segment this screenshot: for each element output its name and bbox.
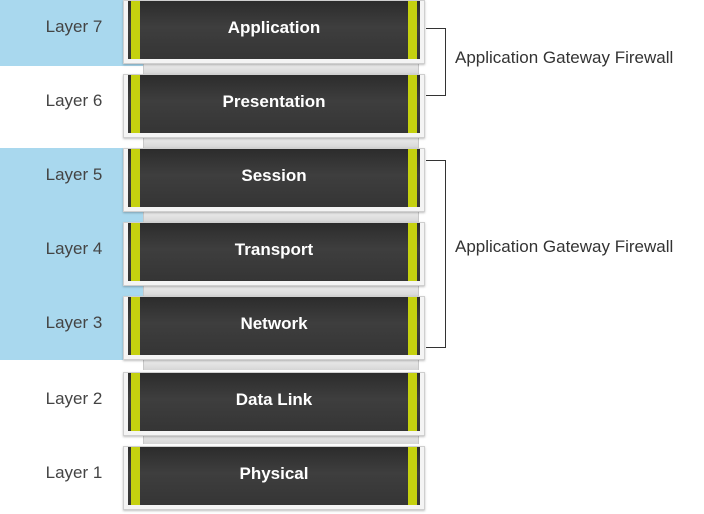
layer-row-3: Layer 3 Network [0, 296, 704, 362]
highlight-band-top [0, 0, 143, 66]
layer-number: Layer 1 [45, 463, 103, 482]
accent-stripe [131, 223, 140, 281]
layer-block-data-link: Data Link [123, 372, 425, 436]
accent-stripe [408, 297, 417, 355]
accent-stripe [408, 75, 417, 133]
layer-row-4: Layer 4 Transport [0, 222, 704, 288]
layer-name: Physical [239, 464, 309, 483]
layer-number: Layer 4 [45, 239, 103, 258]
block-body: Presentation [128, 75, 420, 133]
layer-name: Network [240, 314, 308, 333]
accent-stripe [131, 297, 140, 355]
connector [143, 360, 419, 370]
block-body: Application [128, 1, 420, 59]
layer-row-1: Layer 1 Physical [0, 446, 704, 512]
layer-number: Layer 6 [45, 91, 103, 110]
layer-row-5: Layer 5 Session [0, 148, 704, 214]
accent-stripe [408, 149, 417, 207]
accent-stripe [131, 75, 140, 133]
accent-stripe [131, 149, 140, 207]
block-body: Physical [128, 447, 420, 505]
layer-name: Data Link [235, 390, 313, 409]
layer-name: Transport [234, 240, 314, 259]
accent-stripe [131, 1, 140, 59]
connector [143, 212, 419, 222]
connector [143, 286, 419, 296]
firewall-label-lower: Application Gateway Firewall [455, 237, 674, 256]
accent-stripe [408, 373, 417, 431]
accent-stripe [408, 223, 417, 281]
layer-name: Presentation [222, 92, 326, 111]
bracket-lower [426, 160, 446, 348]
block-body: Session [128, 149, 420, 207]
layer-block-session: Session [123, 148, 425, 212]
firewall-label-upper: Application Gateway Firewall [455, 48, 674, 67]
block-body: Network [128, 297, 420, 355]
layer-row-6: Layer 6 Presentation [0, 74, 704, 140]
layer-block-physical: Physical [123, 446, 425, 510]
connector [143, 138, 419, 148]
layer-block-transport: Transport [123, 222, 425, 286]
accent-stripe [131, 373, 140, 431]
layer-block-application: Application [123, 0, 425, 64]
block-body: Data Link [128, 373, 420, 431]
bracket-upper [426, 28, 446, 96]
connector [143, 64, 419, 74]
layer-number: Layer 3 [45, 313, 103, 332]
layer-name: Application [227, 18, 321, 37]
accent-stripe [131, 447, 140, 505]
accent-stripe [408, 1, 417, 59]
layer-row-2: Layer 2 Data Link [0, 372, 704, 438]
layer-number: Layer 5 [45, 165, 103, 184]
layer-block-presentation: Presentation [123, 74, 425, 138]
layer-number: Layer 7 [45, 17, 103, 36]
layer-name: Session [241, 166, 307, 185]
connector [143, 434, 419, 444]
layer-row-7: Layer 7 Application [0, 0, 704, 66]
block-body: Transport [128, 223, 420, 281]
accent-stripe [408, 447, 417, 505]
layer-block-network: Network [123, 296, 425, 360]
layer-number: Layer 2 [45, 389, 103, 408]
